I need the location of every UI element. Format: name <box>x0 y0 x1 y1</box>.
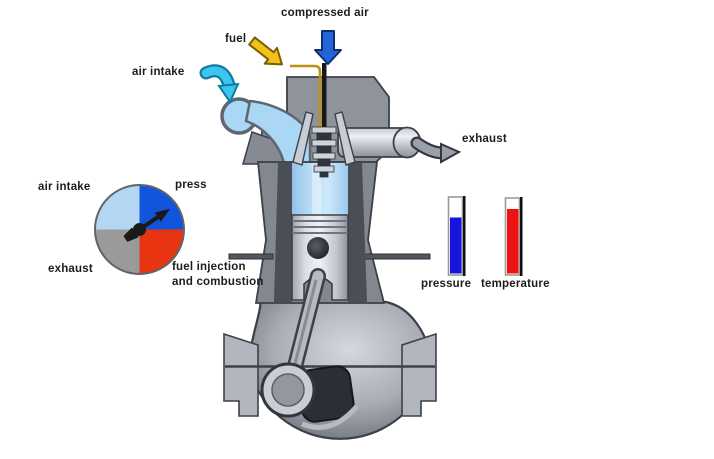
temperature-fill <box>507 209 519 274</box>
quadrant-air-intake <box>95 185 140 230</box>
air-intake-label: air intake <box>132 66 185 78</box>
cycle-indicator: air intake press exhaust fuel injection … <box>38 179 264 288</box>
fuel-arrow-icon <box>248 36 283 66</box>
cycle-label-fuel-injection-line2: and combustion <box>172 276 264 288</box>
compressed-air-arrow-icon <box>314 30 342 65</box>
valve-left <box>292 111 314 166</box>
pressure-gauge: pressure <box>421 196 471 290</box>
pressure-label: pressure <box>421 278 471 290</box>
cycle-label-exhaust: exhaust <box>48 263 93 275</box>
valve-right <box>334 111 356 166</box>
cycle-label-fuel-injection-line1: fuel injection <box>172 261 246 273</box>
cycle-needle <box>123 208 171 242</box>
injector-rod <box>322 63 327 129</box>
crankshaft <box>260 362 359 430</box>
engine-cross-section <box>220 63 462 440</box>
injector-body <box>311 126 337 178</box>
quadrant-fuel-injection <box>139 229 184 274</box>
cycle-label-air-intake: air intake <box>38 181 91 193</box>
mounting-flange-right <box>401 332 437 417</box>
temperature-gauge: temperature <box>481 197 550 290</box>
piston <box>291 214 349 301</box>
mount-bar-left <box>228 253 274 260</box>
fuel-label: fuel <box>225 33 246 45</box>
cycle-label-press: press <box>175 179 207 191</box>
air-intake-arrow-icon <box>199 64 240 105</box>
counterweight-strap <box>301 404 359 430</box>
cylinder-wall-left <box>274 163 292 302</box>
temperature-tube-edge <box>520 197 523 276</box>
quadrant-press <box>139 185 184 230</box>
temperature-label: temperature <box>481 278 550 290</box>
chamber-highlight <box>312 165 321 215</box>
cycle-indicator-ring <box>94 184 185 275</box>
mount-bar-right <box>361 253 431 260</box>
mounting-flange-left <box>223 332 259 417</box>
fuel-injector <box>290 63 337 178</box>
compressed-air-label: compressed air <box>281 7 369 19</box>
pressure-tube-edge <box>463 196 466 276</box>
piston-pin <box>307 237 329 259</box>
cylinder-wall-right <box>348 163 367 302</box>
exhaust-arrow-icon <box>410 136 462 164</box>
air-intake-duct <box>220 97 312 165</box>
exhaust-pipe <box>337 126 422 159</box>
crank-journal-inner <box>271 373 305 407</box>
fuel-line <box>290 64 322 128</box>
exhaust-label: exhaust <box>462 133 507 145</box>
pressure-fill <box>450 217 462 274</box>
